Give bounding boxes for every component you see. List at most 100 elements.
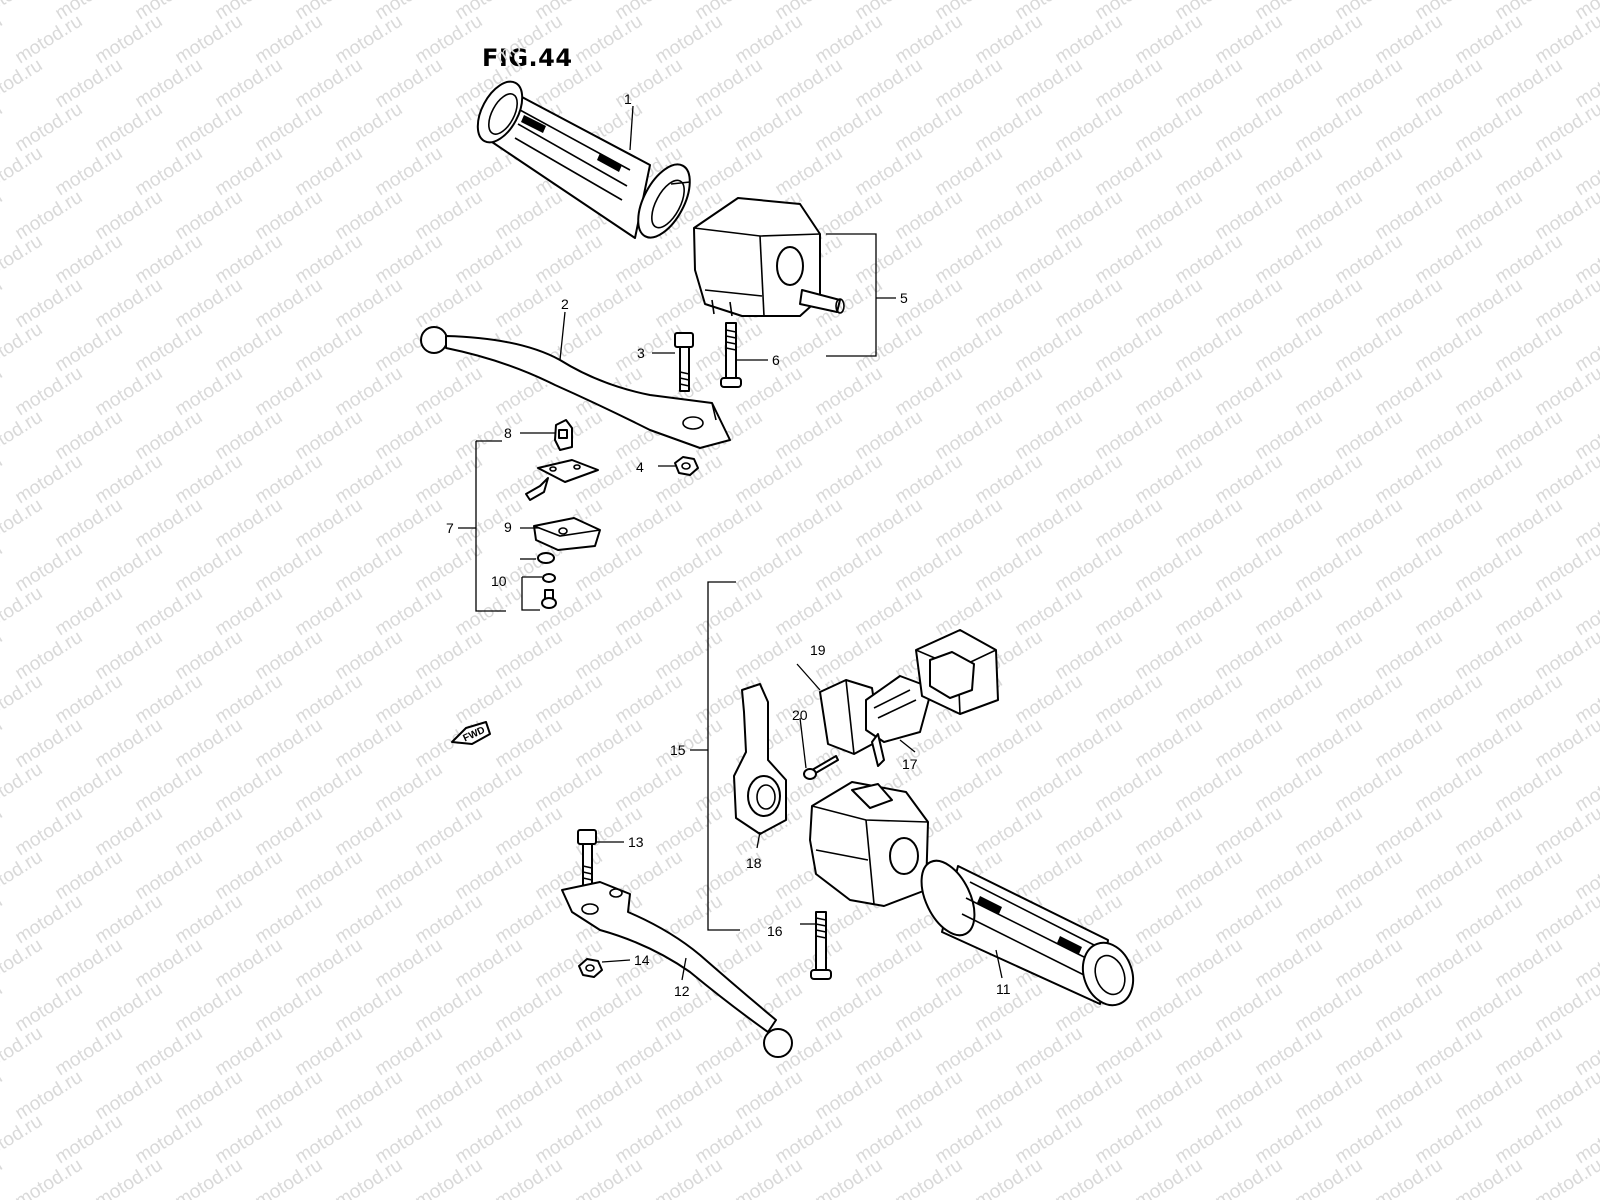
watermark-text: motod.ru <box>12 1155 87 1200</box>
switch-screw-set <box>537 552 557 609</box>
watermark-text: motod.ru <box>732 1155 807 1200</box>
watermark-text: motod.ru <box>52 1111 127 1169</box>
watermark-text: motod.ru <box>1452 891 1527 949</box>
watermark-text: motod.ru <box>1012 1111 1087 1169</box>
callout-10: 10 <box>491 573 507 589</box>
callout-7: 7 <box>446 520 454 536</box>
watermark-text: motod.ru <box>692 495 767 553</box>
watermark-text: motod.ru <box>1212 363 1287 421</box>
watermark-text: motod.ru <box>12 979 87 1037</box>
callout-20: 20 <box>792 707 808 723</box>
watermark-text: motod.ru <box>332 451 407 509</box>
watermark-text: motod.ru <box>1452 715 1527 773</box>
right-switch-housing <box>809 781 929 907</box>
watermark-text: motod.ru <box>92 275 167 333</box>
watermark-text: motod.ru <box>1172 495 1247 553</box>
watermark-text: motod.ru <box>1292 1067 1367 1125</box>
watermark-text: motod.ru <box>132 143 207 201</box>
watermark-text: motod.ru <box>252 451 327 509</box>
watermark-text: motod.ru <box>1132 451 1207 509</box>
watermark-text: motod.ru <box>732 451 807 509</box>
watermark-text: motod.ru <box>1332 143 1407 201</box>
watermark-text: motod.ru <box>292 55 367 113</box>
watermark-text: motod.ru <box>412 451 487 509</box>
switch-assembly <box>865 675 933 767</box>
watermark-text: motod.ru <box>1092 319 1167 377</box>
watermark-text: motod.ru <box>372 407 447 465</box>
watermark-text: motod.ru <box>852 495 927 553</box>
watermark-text: motod.ru <box>0 0 46 24</box>
watermark-text: motod.ru <box>1212 627 1287 685</box>
watermark-text: motod.ru <box>412 715 487 773</box>
watermark-text: motod.ru <box>372 1111 447 1169</box>
watermark-text: motod.ru <box>252 891 327 949</box>
watermark-text: motod.ru <box>1412 847 1487 905</box>
watermark-text: motod.ru <box>292 935 367 993</box>
watermark-text: motod.ru <box>0 1111 46 1169</box>
watermark-text: motod.ru <box>0 55 46 113</box>
watermark-text: motod.ru <box>1092 847 1167 905</box>
watermark-text: motod.ru <box>1292 99 1367 157</box>
watermark-text: motod.ru <box>452 231 527 289</box>
watermark-text: motod.ru <box>1052 715 1127 773</box>
watermark-text: motod.ru <box>252 275 327 333</box>
watermark-text: motod.ru <box>172 539 247 597</box>
watermark-text: motod.ru <box>412 275 487 333</box>
watermark-text: motod.ru <box>372 1023 447 1081</box>
watermark-text: motod.ru <box>1292 891 1367 949</box>
watermark-text: motod.ru <box>292 1111 367 1169</box>
watermark-text: motod.ru <box>1532 11 1600 69</box>
watermark-text: motod.ru <box>1492 319 1567 377</box>
watermark-text: motod.ru <box>972 539 1047 597</box>
watermark-text: motod.ru <box>292 231 367 289</box>
watermark-text: motod.ru <box>1092 231 1167 289</box>
lever-nut <box>674 456 699 476</box>
pivot-bolt <box>674 332 694 392</box>
watermark-text: motod.ru <box>12 11 87 69</box>
watermark-text: motod.ru <box>932 231 1007 289</box>
watermark-text: motod.ru <box>172 803 247 861</box>
watermark-text: motod.ru <box>92 715 167 773</box>
watermark-text: motod.ru <box>12 627 87 685</box>
forward-direction-indicator: FWD <box>451 721 491 745</box>
watermark-text: motod.ru <box>1372 11 1447 69</box>
watermark-text: motod.ru <box>1252 143 1327 201</box>
watermark-text: motod.ru <box>1532 979 1600 1037</box>
callout-14: 14 <box>634 952 650 968</box>
right-handlebar-grip <box>920 859 1135 1007</box>
watermark-text: motod.ru <box>1212 979 1287 1037</box>
watermark-text: motod.ru <box>52 847 127 905</box>
stop-switch-body <box>533 517 601 551</box>
watermark-text: motod.ru <box>1292 187 1367 245</box>
clamp-screw <box>720 322 742 388</box>
watermark-text: motod.ru <box>1212 539 1287 597</box>
watermark-text: motod.ru <box>1492 1023 1567 1081</box>
watermark-text: motod.ru <box>492 1155 567 1200</box>
watermark-text: motod.ru <box>132 1023 207 1081</box>
watermark-text: motod.ru <box>412 627 487 685</box>
watermark-text: motod.ru <box>332 803 407 861</box>
watermark-text: motod.ru <box>1252 935 1327 993</box>
watermark-text: motod.ru <box>372 231 447 289</box>
watermark-text: motod.ru <box>172 99 247 157</box>
watermark-text: motod.ru <box>972 1067 1047 1125</box>
watermark-text: motod.ru <box>372 935 447 993</box>
watermark-text: motod.ru <box>612 759 687 817</box>
watermark-text: motod.ru <box>1012 407 1087 465</box>
watermark-text: motod.ru <box>52 231 127 289</box>
watermark-text: motod.ru <box>1092 759 1167 817</box>
watermark-text: motod.ru <box>692 143 767 201</box>
watermark-text: motod.ru <box>972 187 1047 245</box>
watermark-text: motod.ru <box>1332 583 1407 641</box>
left-switch-housing <box>693 197 845 317</box>
watermark-text: motod.ru <box>1292 451 1367 509</box>
watermark-text: motod.ru <box>0 935 46 993</box>
watermark-text: motod.ru <box>0 803 6 861</box>
watermark-text: motod.ru <box>252 187 327 245</box>
watermark-text: motod.ru <box>892 539 967 597</box>
clutch-lever <box>561 881 793 1058</box>
watermark-text: motod.ru <box>52 143 127 201</box>
watermark-text: motod.ru <box>1052 1067 1127 1125</box>
watermark-text: motod.ru <box>292 319 367 377</box>
watermark-text: motod.ru <box>812 11 887 69</box>
